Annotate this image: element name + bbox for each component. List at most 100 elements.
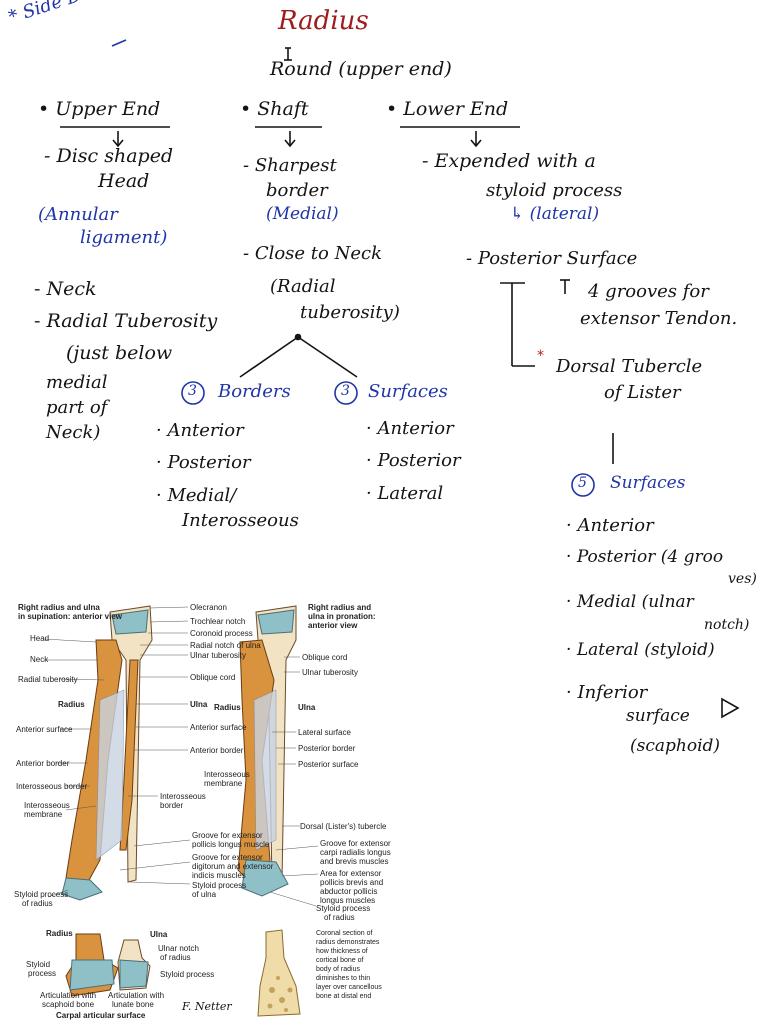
lower-end-heading: • Lower End: [386, 98, 509, 120]
upper-end-item: medial: [46, 372, 108, 393]
figure-label: Radius: [58, 700, 85, 709]
figure-label: and brevis muscles: [320, 857, 389, 866]
figure-label: border: [160, 801, 184, 810]
figure-label: Radius: [46, 929, 73, 938]
surfaces-number: 3: [341, 383, 350, 399]
figure-label: Groove for extensor: [192, 853, 263, 862]
page-title: Radius: [278, 6, 369, 36]
figure-label: of ulna: [192, 890, 217, 899]
figure-label: Neck: [30, 655, 49, 664]
lower-surface-item: · Posterior (4 groo: [566, 547, 724, 567]
figure-label: abductor pollicis: [320, 887, 378, 896]
figure-label: membrane: [24, 810, 63, 819]
upper-end-item: (just below: [66, 342, 173, 364]
figure-label: indicis muscles: [192, 871, 246, 880]
shaft-item: - Sharpest: [243, 155, 337, 176]
borders-heading: Borders: [218, 381, 291, 402]
coronal-note: Coronal section of: [316, 930, 373, 937]
lower-surface-item: (scaphoid): [630, 736, 721, 756]
figure-label: Ulnar notch: [158, 944, 199, 953]
borders-number: 3: [188, 383, 197, 399]
upper-end-item: - Disc shaped: [44, 145, 174, 167]
svg-text:*: *: [537, 348, 544, 364]
upper-end-item: ligament): [80, 227, 168, 248]
figure-label: Anterior border: [190, 746, 244, 755]
figure-label: digitorum and extensor: [192, 862, 274, 871]
figure-label: Olecranon: [190, 603, 227, 612]
figure-label: Articulation with: [40, 991, 97, 1000]
left-bones: [61, 605, 153, 901]
figure-label: Ulna: [190, 700, 208, 709]
coronal-note: how thickness of: [316, 948, 368, 955]
coronal-note: diminishes to thin: [316, 975, 371, 982]
figure-label: membrane: [204, 779, 243, 788]
lower-surface-item: · Lateral (styloid): [566, 640, 715, 660]
figure-label: Styloid process: [316, 904, 371, 913]
right-figure-title: Right radius and: [308, 603, 372, 612]
left-figure-title: Right radius and ulna: [18, 603, 100, 612]
lower-end-item: styloid process: [486, 180, 623, 201]
figure-label: pollicis longus muscle: [192, 840, 270, 849]
figure-label: Posterior border: [298, 744, 356, 753]
border-item: · Medial/: [156, 485, 237, 506]
figure-label: Interosseous border: [16, 782, 88, 791]
figure-label: Lateral surface: [298, 728, 351, 737]
shaft-item: - Close to Neck: [243, 243, 382, 264]
shaft-item: border: [266, 180, 328, 201]
shaft-heading: • Shaft: [240, 98, 309, 120]
figure-caption: Carpal articular surface: [56, 1011, 146, 1020]
figure-label: process: [28, 969, 57, 978]
figure-label: Styloid process: [160, 970, 215, 979]
border-item: · Anterior: [156, 420, 244, 441]
figure-label: Groove for extensor: [192, 831, 263, 840]
surface-item: · Anterior: [366, 418, 454, 439]
figure-label: of radius: [324, 913, 355, 922]
lower-end-item: - Posterior Surface: [466, 248, 638, 269]
figure-label: Oblique cord: [302, 653, 348, 662]
surfaces-heading: Surfaces: [368, 381, 448, 402]
right-figure-title: anterior view: [308, 621, 358, 630]
coronal-note: cortical bone of: [316, 957, 364, 964]
figure-label: Interosseous: [160, 792, 206, 801]
figure-label: Interosseous: [204, 770, 250, 779]
shaft-item: (Medial): [266, 204, 339, 224]
left-figure-title: in supination: anterior view: [18, 612, 123, 621]
figure-label: of radius: [160, 953, 191, 962]
figure-label: Head: [30, 634, 50, 643]
figure-label: Dorsal (Lister's) tubercle: [300, 822, 387, 831]
figure-label: Styloid process: [192, 881, 247, 890]
carpal-articular-surface: [65, 933, 151, 997]
upper-end-item: part of: [46, 397, 108, 418]
lower-surface-item: surface: [626, 706, 690, 726]
coronal-note: layer over cancellous: [316, 984, 382, 991]
upper-end-item: Head: [98, 170, 150, 192]
coronal-note: body of radius: [316, 966, 360, 973]
figure-label: Ulna: [150, 930, 168, 939]
border-item: Interosseous: [182, 510, 299, 531]
lower-end-item: ↳ (lateral): [510, 204, 600, 224]
figure-label: Styloid: [26, 960, 51, 969]
figure-label: pollicis brevis and: [320, 878, 384, 887]
figure-label: Posterior surface: [298, 760, 359, 769]
lower-surface-item: · Medial (ulnar: [566, 592, 694, 612]
figure-label: of radius: [22, 899, 53, 908]
figure-label: Ulna: [298, 703, 316, 712]
figure-label: Anterior surface: [16, 725, 73, 734]
figure-label: Anterior surface: [190, 723, 247, 732]
figure-label: Anterior border: [16, 759, 70, 768]
lower-end-item: of Lister: [604, 382, 681, 403]
lower-surfaces-heading: Surfaces: [610, 473, 686, 493]
figure-label: Oblique cord: [190, 673, 236, 682]
figure-label: longus muscles: [320, 896, 376, 905]
subtitle: Round (upper end): [270, 58, 452, 80]
figure-label: lunate bone: [112, 1000, 154, 1009]
illustrator-signature: F. Netter: [182, 1000, 232, 1013]
figure-label: Ulnar tuberosity: [190, 651, 247, 660]
figure-label: scaphoid bone: [42, 1000, 95, 1009]
coronal-section: [257, 929, 301, 1017]
right-figure-title: ulna in pronation:: [308, 612, 376, 621]
figure-label: Area for extensor: [320, 869, 382, 878]
border-item: · Posterior: [156, 452, 251, 473]
lower-surface-item: · Anterior: [566, 515, 654, 536]
